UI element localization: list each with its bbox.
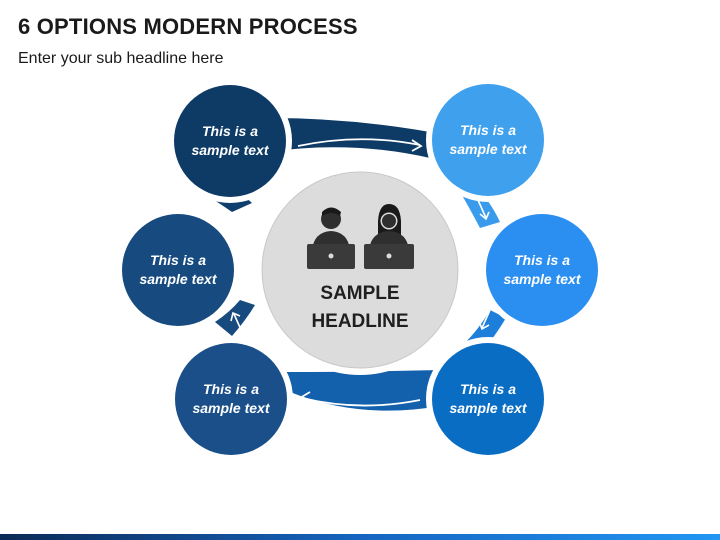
connector-top	[268, 118, 430, 158]
option-circle-bottom-left	[169, 337, 293, 461]
option-circle-mid-left	[116, 208, 240, 332]
center-circle	[261, 171, 459, 369]
center-headline: SAMPLE HEADLINE	[285, 280, 435, 336]
option-line2: sample text	[191, 142, 269, 158]
option-line2: sample text	[449, 400, 527, 416]
option-text-top-left: This is a sample text	[170, 122, 290, 160]
option-line2: sample text	[503, 271, 581, 287]
page-subtitle: Enter your sub headline here	[18, 50, 224, 67]
arrow-bottom-left	[230, 311, 243, 333]
option-text-bottom-right: This is a sample text	[428, 380, 548, 418]
arrow-top	[297, 138, 423, 152]
center-headline-line1: SAMPLE	[320, 283, 400, 304]
option-circle-top-left	[168, 79, 292, 203]
connector-bottom	[285, 370, 440, 411]
option-text-bottom-left: This is a sample text	[171, 380, 291, 418]
option-line1: This is a	[202, 381, 260, 397]
option-text-top-right: This is a sample text	[428, 121, 548, 159]
option-line2: sample text	[192, 400, 270, 416]
option-line2: sample text	[449, 141, 527, 157]
option-line1: This is a	[513, 252, 571, 268]
option-circle-mid-right	[480, 208, 604, 332]
page-title: 6 OPTIONS MODERN PROCESS	[18, 14, 358, 39]
option-text-mid-left: This is a sample text	[118, 251, 238, 289]
arrow-top-left	[231, 209, 244, 233]
option-line1: This is a	[459, 122, 517, 138]
option-line1: This is a	[201, 123, 259, 139]
people-at-laptops-icon	[307, 204, 414, 269]
option-circle-top-right	[426, 78, 550, 202]
center-headline-line2: HEADLINE	[311, 311, 409, 332]
option-line1: This is a	[459, 381, 517, 397]
option-text-mid-right: This is a sample text	[482, 251, 602, 289]
option-line1: This is a	[149, 252, 207, 268]
option-circle-bottom-right	[426, 337, 550, 461]
option-line2: sample text	[139, 271, 217, 287]
arrow-bottom-right	[478, 309, 491, 331]
arrow-bottom	[298, 391, 421, 407]
footer-accent-bar	[0, 534, 720, 540]
arrow-top-right	[477, 199, 490, 221]
